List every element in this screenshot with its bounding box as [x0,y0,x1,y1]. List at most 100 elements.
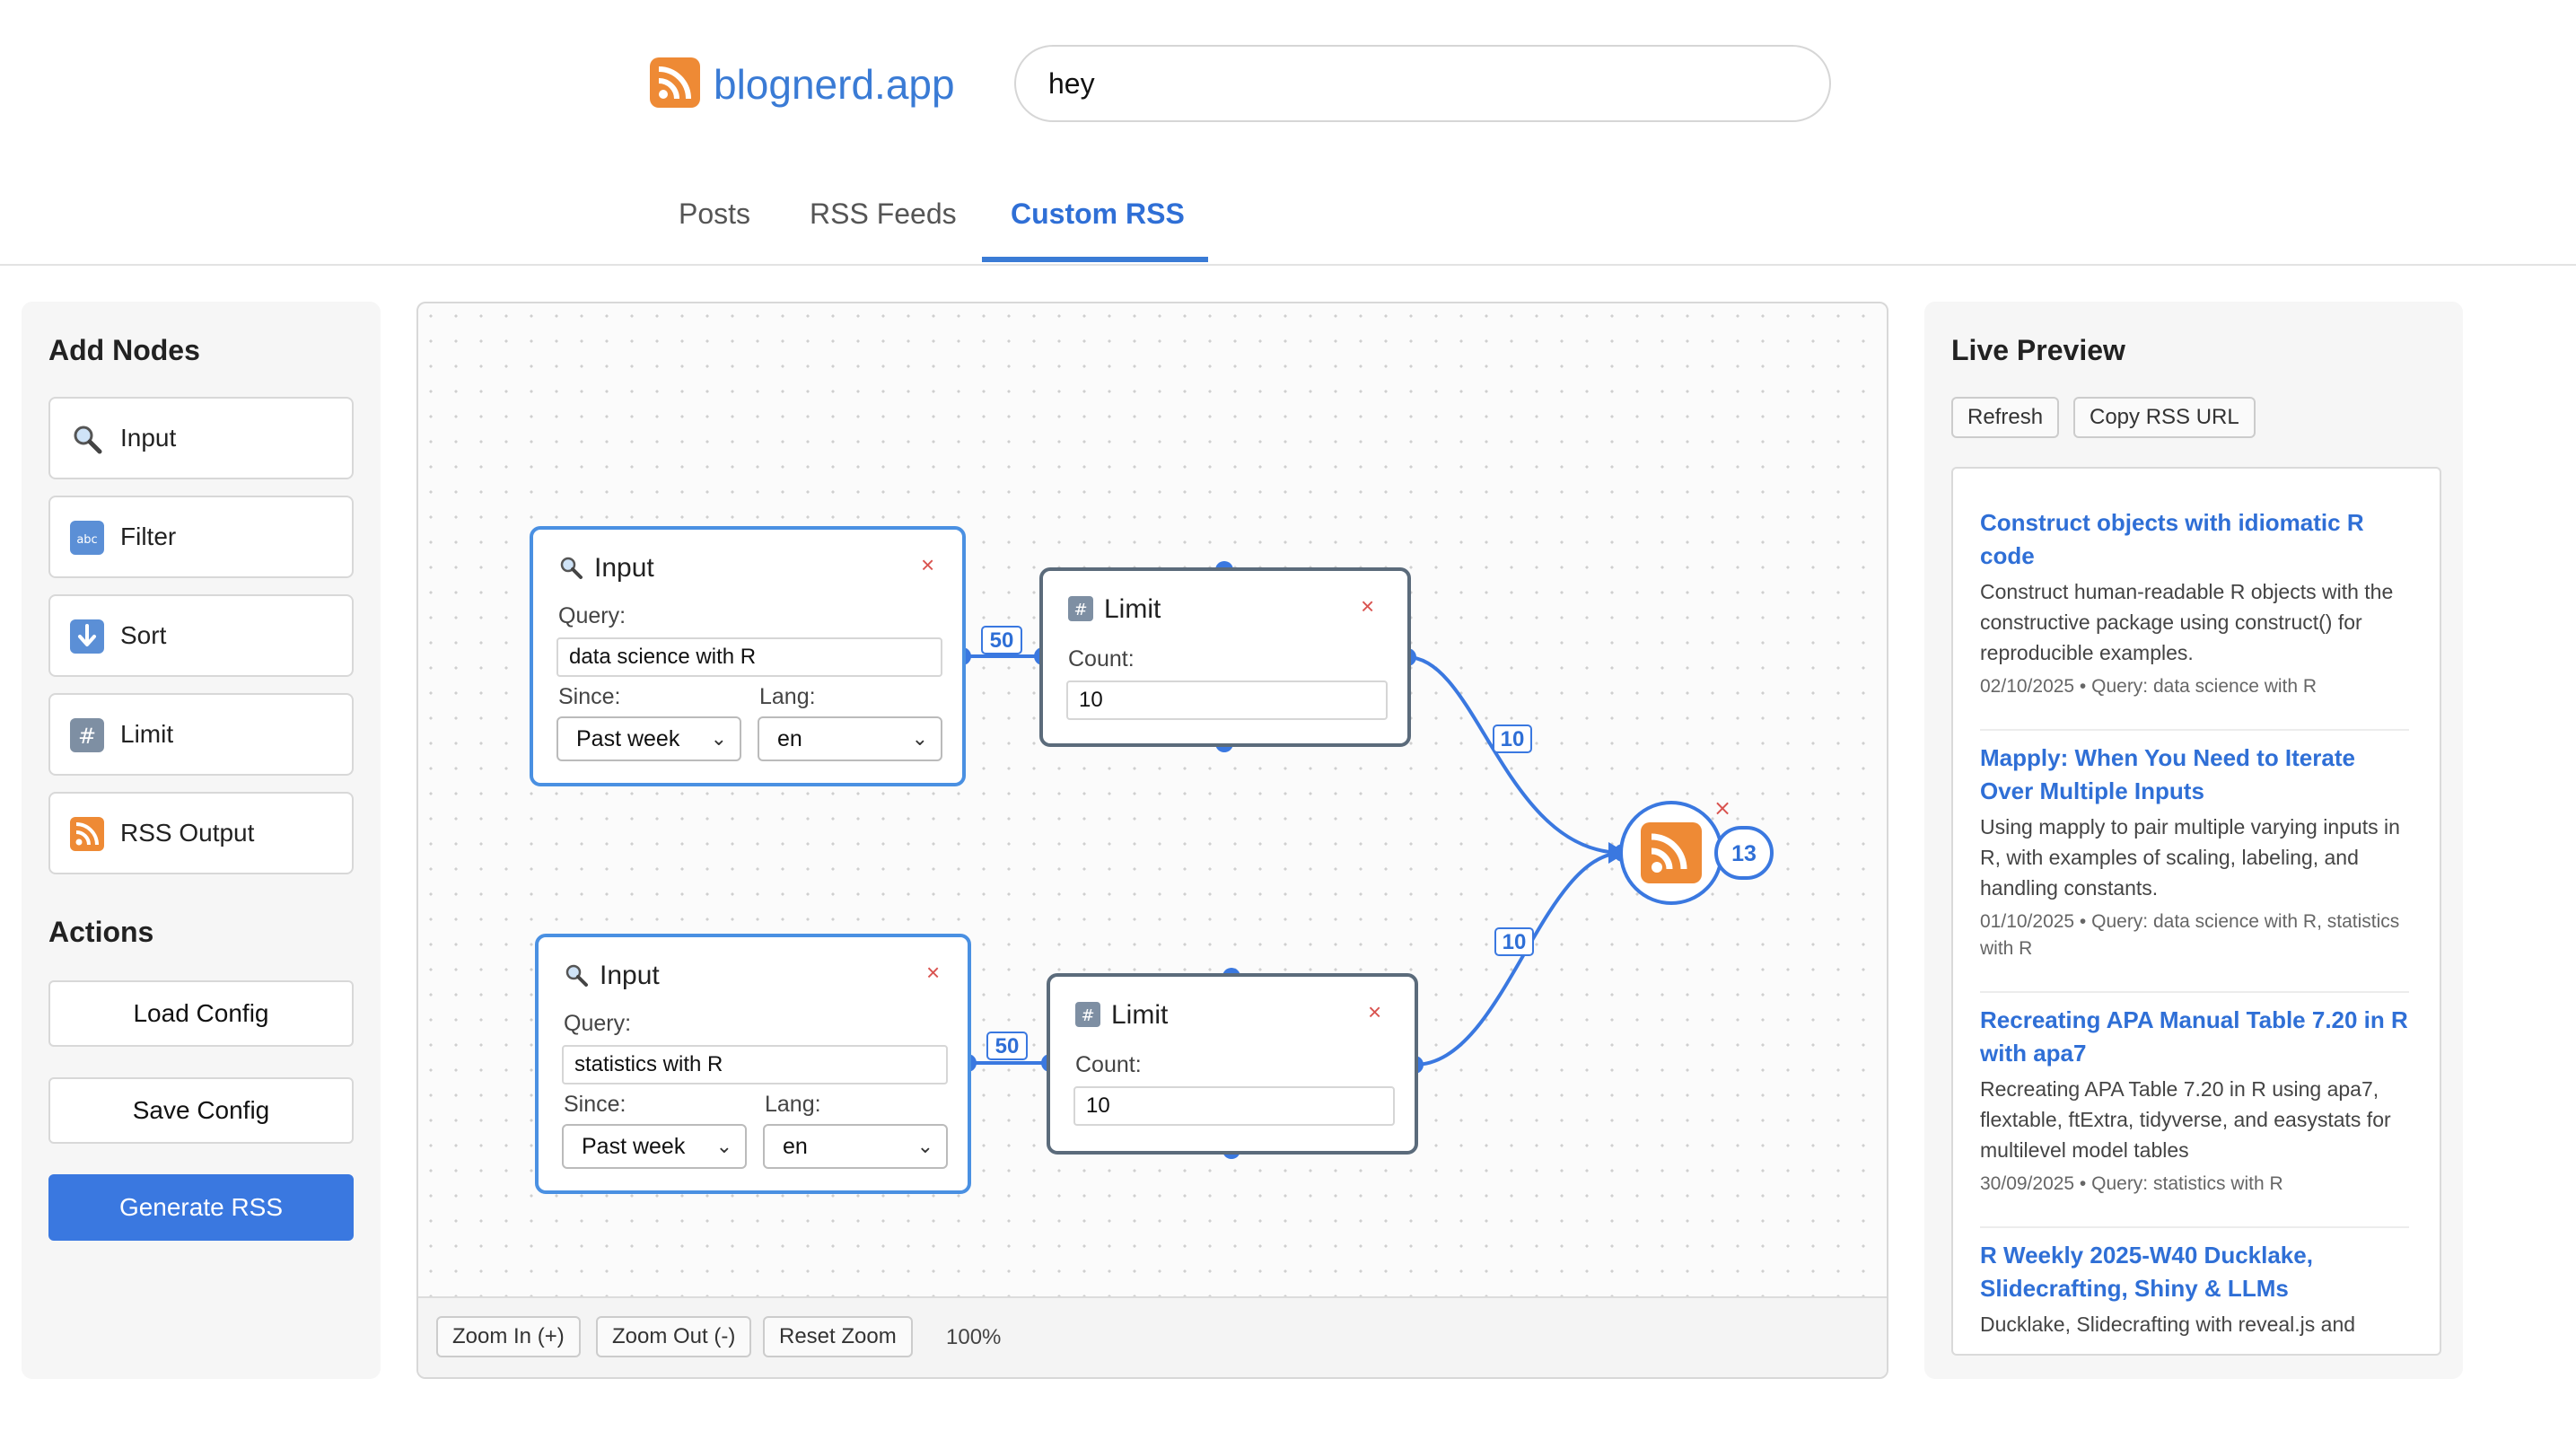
add-filter-label: Filter [120,522,177,550]
edge-label-limit1-output: 10 [1501,727,1525,751]
add-nodes-panel: Add Nodes Input abc Filter Sort # Limit … [22,302,381,1379]
live-preview-panel: Live Preview Refresh Copy RSS URL Constr… [1924,302,2463,1379]
edge-label-input1-limit1: 50 [990,628,1014,653]
magnifier-icon [558,555,583,580]
actions-title: Actions [48,916,154,948]
add-input-node-button[interactable]: Input [48,397,354,479]
item-title[interactable]: Recreating APA Manual Table 7.20 in R wi… [1980,1006,2408,1067]
query-input[interactable]: statistics with R [562,1045,948,1084]
edge-limit1-output [1406,655,1624,855]
search-input[interactable]: hey [1014,45,1831,122]
query-label: Query: [558,603,626,628]
item-description: Construct human-readable R objects with … [1980,580,2394,664]
svg-text:#: # [1081,1006,1094,1025]
tab-custom-rss[interactable]: Custom RSS [1011,198,1185,230]
tab-rss-feeds[interactable]: RSS Feeds [810,198,957,230]
item-description: Ducklake, Slidecrafting with reveal.js a… [1980,1313,2356,1336]
since-select[interactable]: Past week⌄ [562,1124,747,1169]
query-input[interactable]: data science with R [556,637,942,677]
count-label: Count: [1075,1052,1142,1077]
lang-label: Lang: [759,684,816,709]
refresh-button[interactable]: Refresh [1951,397,2060,438]
add-limit-node-button[interactable]: # Limit [48,693,354,776]
tab-posts[interactable]: Posts [679,198,751,230]
add-limit-label: Limit [120,720,174,748]
load-config-button[interactable]: Load Config [48,980,354,1047]
live-preview-title: Live Preview [1951,334,2125,366]
lang-select[interactable]: en⌄ [763,1124,948,1169]
brand-name[interactable]: blognerd.app [714,61,955,108]
edge-label-box-3 [1493,724,1532,753]
brand-rss-icon [650,57,700,108]
down-arrow-icon [70,619,104,654]
item-meta: 30/09/2025 • Query: statistics with R [1980,1173,2283,1194]
edge-label-limit2-output: 10 [1503,930,1527,954]
since-label: Since: [564,1092,626,1117]
hash-icon: # [70,718,104,752]
list-item[interactable]: Recreating APA Manual Table 7.20 in R wi… [1980,1004,2409,1198]
svg-text:#: # [78,724,96,749]
lang-label: Lang: [765,1092,821,1117]
close-icon[interactable]: × [926,959,941,986]
limit-node-title: Limit [1111,1000,1169,1030]
since-select[interactable]: Past week⌄ [556,716,741,761]
count-input[interactable]: 10 [1073,1086,1395,1126]
save-config-button[interactable]: Save Config [48,1077,354,1144]
add-rss-output-label: RSS Output [120,819,255,847]
zoom-toolbar: Zoom In (+) Zoom Out (-) Reset Zoom 100% [418,1296,1887,1377]
zoom-in-button[interactable]: Zoom In (+) [436,1316,581,1357]
active-tab-indicator [982,257,1208,262]
abc-icon: abc [70,521,104,555]
divider [1980,991,2409,993]
count-input[interactable]: 10 [1066,680,1388,720]
hash-icon: # [1075,1002,1100,1027]
item-title[interactable]: R Weekly 2025-W40 Ducklake, Slidecraftin… [1980,1242,2313,1302]
input-node-title: Input [594,553,654,583]
add-nodes-title: Add Nodes [48,334,200,366]
chevron-down-icon: ⌄ [911,727,928,750]
copy-rss-url-button[interactable]: Copy RSS URL [2073,397,2256,438]
output-count-badge [1714,826,1774,880]
edge-label-box-4 [1494,927,1534,956]
since-label: Since: [558,684,621,709]
chevron-down-icon: ⌄ [715,1135,732,1157]
zoom-level: 100% [946,1325,1002,1349]
output-rss-icon [1641,822,1702,883]
close-icon[interactable]: × [921,551,935,578]
add-rss-output-node-button[interactable]: RSS Output [48,792,354,874]
divider [1980,1226,2409,1228]
list-item[interactable]: Mapply: When You Need to Iterate Over Mu… [1980,742,2409,962]
list-item[interactable]: R Weekly 2025-W40 Ducklake, Slidecraftin… [1980,1239,2409,1339]
hash-icon: # [1068,596,1093,621]
list-item[interactable]: Construct objects with idiomatic R code … [1980,506,2409,700]
input-node-2[interactable]: Input × Query: statistics with R Since: … [535,934,971,1194]
preview-list[interactable]: Construct objects with idiomatic R code … [1951,467,2441,1356]
item-meta: 02/10/2025 • Query: data science with R [1980,676,2318,697]
add-sort-label: Sort [120,621,167,649]
generate-rss-button[interactable]: Generate RSS [48,1174,354,1241]
close-icon[interactable]: × [1361,593,1375,619]
flow-canvas[interactable]: 50 50 10 10 × 13 Input × Query: data sci… [416,302,1888,1379]
item-title[interactable]: Mapply: When You Need to Iterate Over Mu… [1980,744,2355,804]
rss-icon [70,817,104,851]
edge-label-input2-limit2: 50 [995,1034,1020,1058]
chevron-down-icon: ⌄ [710,727,727,750]
output-close-icon: × [1713,795,1731,821]
magnifier-icon [564,962,589,988]
item-title[interactable]: Construct objects with idiomatic R code [1980,509,2364,569]
item-description: Recreating APA Table 7.20 in R using apa… [1980,1077,2391,1162]
zoom-out-button[interactable]: Zoom Out (-) [596,1316,752,1357]
output-count: 13 [1731,841,1757,866]
count-label: Count: [1068,646,1135,672]
close-icon[interactable]: × [1368,998,1382,1025]
lang-select[interactable]: en⌄ [758,716,942,761]
input-node-1[interactable]: Input × Query: data science with R Since… [530,526,966,786]
add-filter-node-button[interactable]: abc Filter [48,496,354,578]
divider [1980,729,2409,731]
magnifier-icon [70,422,104,456]
limit-node-2[interactable]: # Limit × Count: 10 [1047,973,1418,1155]
limit-node-1[interactable]: #Limit × Count: 10 [1039,567,1411,747]
reset-zoom-button[interactable]: Reset Zoom [763,1316,913,1357]
add-sort-node-button[interactable]: Sort [48,594,354,677]
edge-limit2-output [1414,851,1624,1067]
